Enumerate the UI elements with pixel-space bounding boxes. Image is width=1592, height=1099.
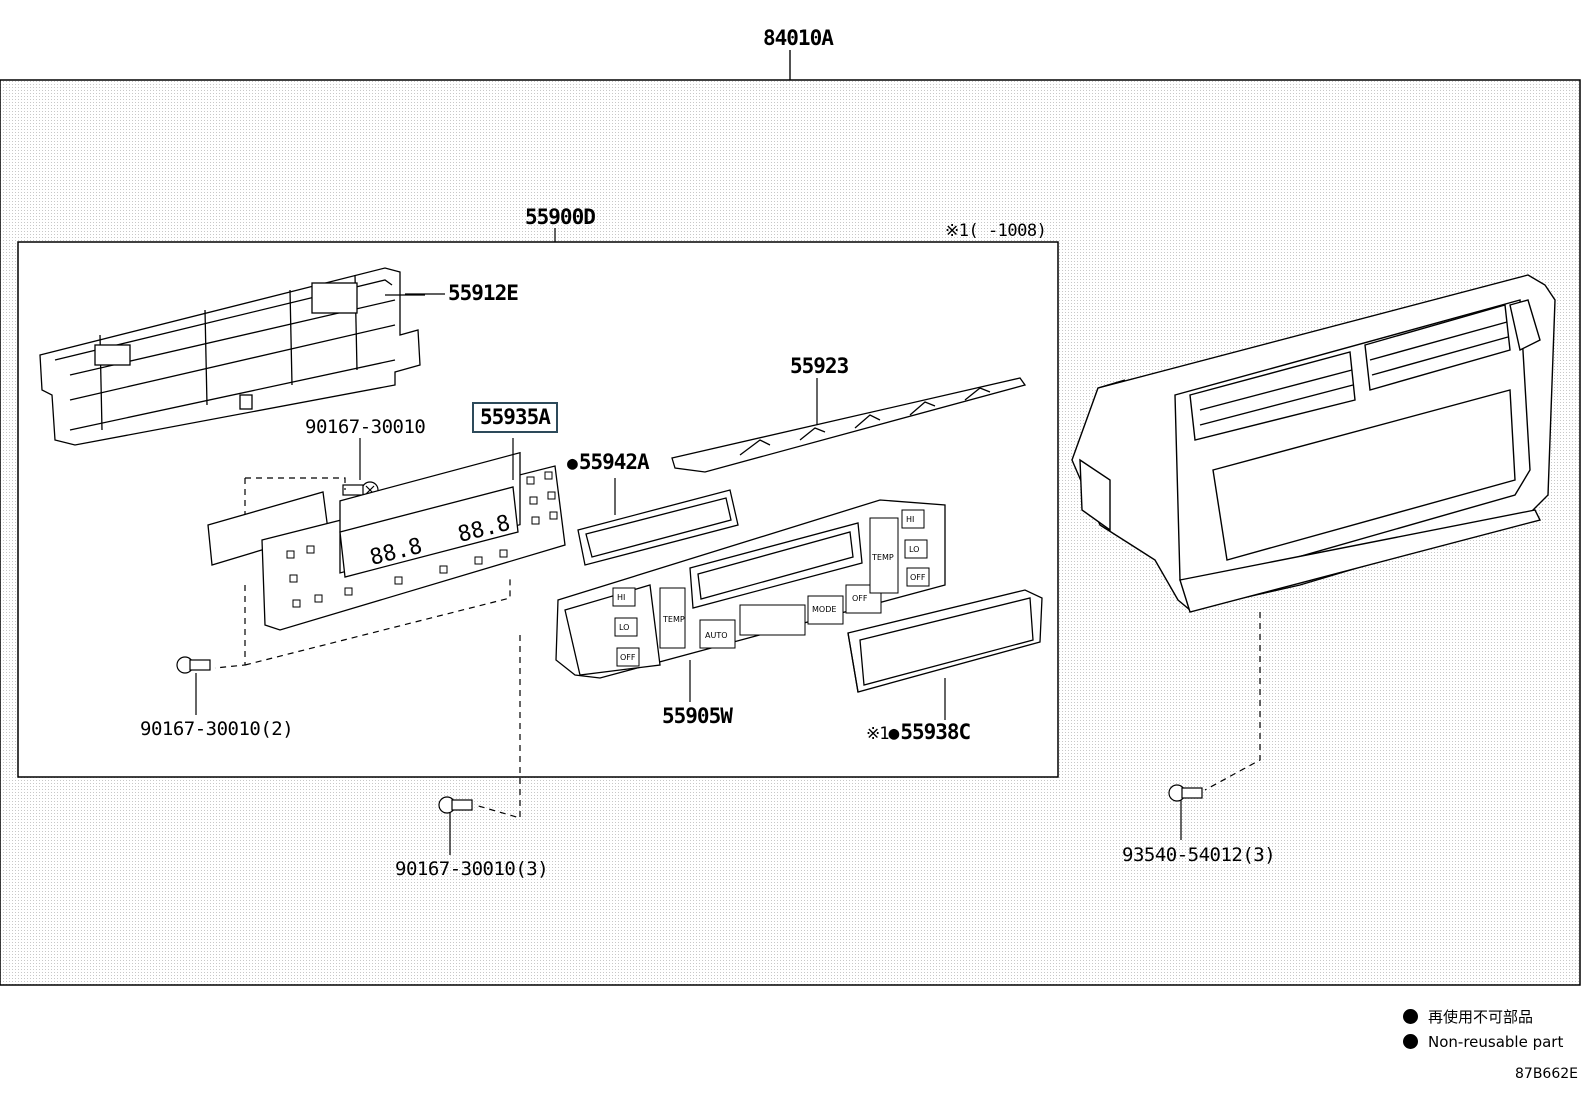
label-screen-number: 55938C xyxy=(888,720,971,744)
label-screw-top: 90167-30010 xyxy=(305,416,426,438)
screw-right xyxy=(1168,784,1203,802)
housing-part xyxy=(39,267,425,446)
label-bracket: 55923 xyxy=(790,354,849,378)
legend-dot-icon xyxy=(1403,1009,1418,1024)
legend-jp-text: 再使用不可部品 xyxy=(1428,1008,1534,1026)
label-housing: 55912E xyxy=(448,281,519,305)
bezel-part xyxy=(1071,274,1556,613)
label-note-range: ※1( -1008) xyxy=(945,221,1047,241)
label-screen: ※155938C xyxy=(866,720,971,744)
btn-fan-off: OFF xyxy=(852,594,868,603)
label-control: 55905W xyxy=(662,704,733,728)
btn-hi-right: HI xyxy=(906,515,914,524)
bracket-part xyxy=(671,377,1027,473)
btn-temp-left: TEMP xyxy=(662,615,685,624)
label-screw-left: 90167-30010(2) xyxy=(140,718,294,740)
legend-dot-icon xyxy=(1403,1034,1418,1049)
label-assembly: 84010A xyxy=(763,26,834,50)
label-screw-right: 93540-54012(3) xyxy=(1122,844,1276,866)
btn-lo-left: LO xyxy=(619,623,629,632)
screw-bottom xyxy=(438,796,473,814)
label-screen-prefix: ※1 xyxy=(866,724,890,744)
btn-mode: MODE xyxy=(812,605,836,614)
legend-jp: 再使用不可部品 xyxy=(1403,1006,1533,1027)
btn-off-right: OFF xyxy=(910,573,926,582)
btn-lo-right: LO xyxy=(909,545,919,554)
seal-part xyxy=(577,489,739,566)
display-panel-part xyxy=(207,451,566,631)
label-panel: 55935A xyxy=(472,402,558,433)
label-sub-assembly: 55900D xyxy=(525,205,596,229)
screen-part xyxy=(847,589,1043,693)
control-button-labels: HI LO OFF TEMP AUTO MODE OFF TEMP HI LO … xyxy=(617,515,926,662)
label-seal: 55942A xyxy=(567,452,650,473)
figure-code: 87B662E xyxy=(1515,1066,1578,1082)
btn-off-left: OFF xyxy=(620,653,636,662)
btn-auto: AUTO xyxy=(705,631,728,640)
control-unit-part xyxy=(555,499,946,679)
btn-hi-left: HI xyxy=(617,593,625,602)
label-screw-bottom: 90167-30010(3) xyxy=(395,858,549,880)
legend-en-text: Non-reusable part xyxy=(1428,1033,1564,1051)
screw-left xyxy=(176,656,211,674)
btn-temp-right: TEMP xyxy=(871,553,894,562)
legend-en: Non-reusable part xyxy=(1403,1033,1563,1051)
